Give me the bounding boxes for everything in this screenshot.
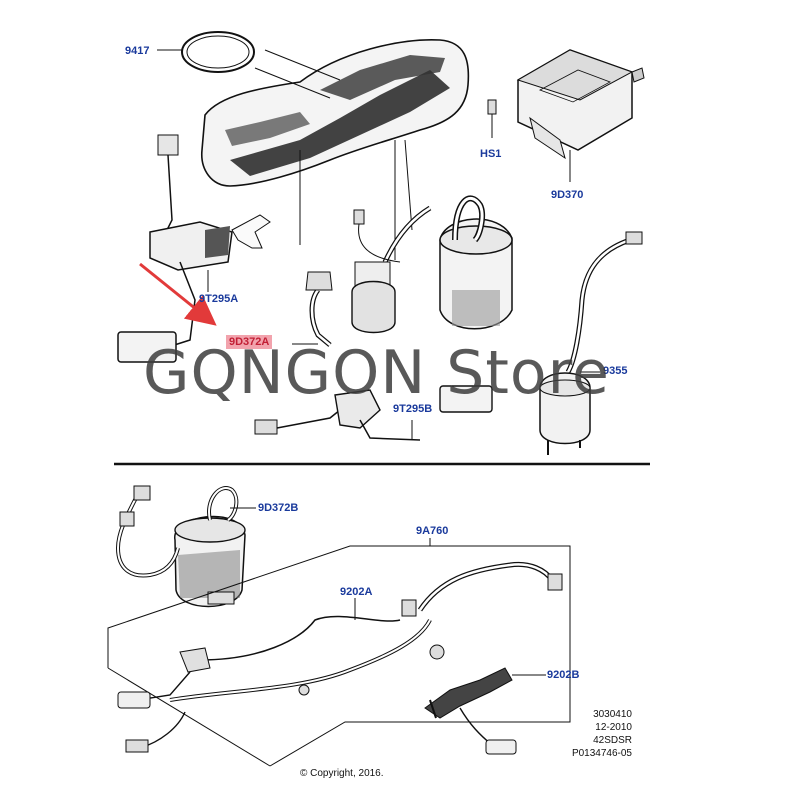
label-9t295b: 9T295B [393,403,433,415]
meta-line-3: 42SDSR [593,735,632,746]
fuel-pump-a [292,195,513,347]
label-9355: 9355 [603,365,628,377]
label-9d370: 9D370 [551,189,584,201]
store-watermark: GQNGON Store [143,338,610,408]
copyright-notice: © Copyright, 2016. [300,768,384,779]
label-9d372a: 9D372A [226,335,273,349]
meta-line-2: 12-2010 [595,722,632,733]
label-9202a: 9202A [340,586,373,598]
meta-line-1: 3030410 [593,709,632,720]
label-9d372b: 9D372B [258,502,299,514]
meta-line-4: P0134746-05 [571,748,632,759]
drawing-meta: 3030410 12-2010 42SDSR P0134746-05 [572,708,632,760]
label-9a760: 9A760 [416,525,449,537]
control-module [487,49,645,182]
fuel-sender-a [117,134,271,363]
label-9417: 9417 [125,45,150,57]
seal-ring [157,31,255,73]
callout-arrow [139,262,217,326]
level-sender-b [424,667,546,755]
label-hs1: HS1 [480,148,502,160]
label-9202b: 9202B [547,669,580,681]
level-sender-a [117,561,563,753]
fuel-sender-b [254,385,493,441]
fuel-pump-b [115,485,256,608]
fuel-filter [539,231,643,455]
kit-group-9a760 [107,538,571,767]
label-9t295a: 9T295A [199,293,239,305]
